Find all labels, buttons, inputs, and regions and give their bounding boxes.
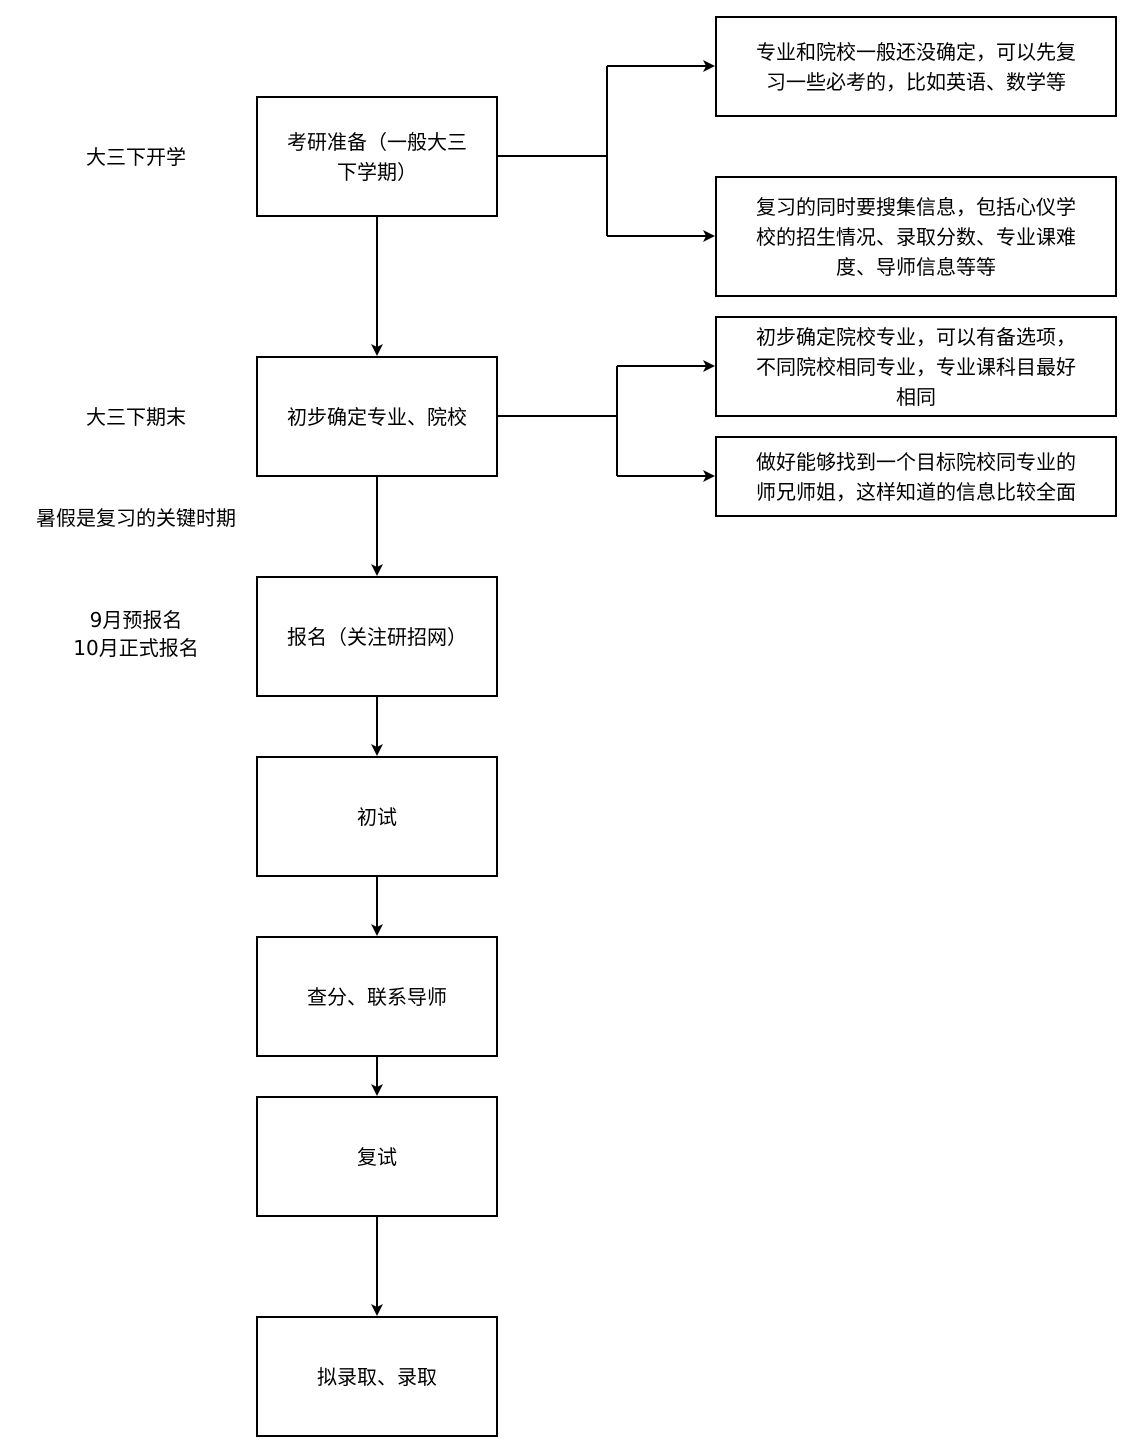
step-check-score-contact-advisor-text: 查分、联系导师: [307, 982, 447, 1012]
note-backup-options-line-2: 不同院校相同专业，专业课科目最好: [756, 354, 1076, 379]
step-registration-line-1: 报名（关注研招网）: [287, 624, 467, 649]
note-find-seniors-text: 做好能够找到一个目标院校同专业的 师兄师姐，这样知道的信息比较全面: [756, 447, 1076, 507]
step-choose-major-school-line-1: 初步确定专业、院校: [287, 404, 467, 429]
step-preliminary-exam-text: 初试: [357, 802, 397, 832]
step-check-score-contact-advisor: 查分、联系导师: [256, 936, 498, 1057]
step-exam-preparation-text: 考研准备（一般大三 下学期）: [287, 127, 467, 187]
note-start-review: 专业和院校一般还没确定，可以先复 习一些必考的，比如英语、数学等: [715, 16, 1117, 117]
note-backup-options-line-1: 初步确定院校专业，可以有备选项，: [756, 324, 1076, 349]
time-label-junior-spring-start: 大三下开学: [40, 142, 232, 172]
time-label-junior-spring-start-line-1: 大三下开学: [86, 145, 186, 169]
step-admission-text: 拟录取、录取: [317, 1362, 437, 1392]
step-preliminary-exam-line-1: 初试: [357, 804, 397, 829]
note-backup-options-text: 初步确定院校专业，可以有备选项， 不同院校相同专业，专业课科目最好 相同: [756, 322, 1076, 412]
time-label-summer-review: 暑假是复习的关键时期: [10, 503, 262, 533]
step-preliminary-exam: 初试: [256, 756, 498, 877]
step-retest: 复试: [256, 1096, 498, 1217]
time-label-summer-review-line-1: 暑假是复习的关键时期: [36, 506, 236, 530]
step-retest-line-1: 复试: [357, 1144, 397, 1169]
time-label-registration-months-line-1: 9月预报名: [89, 608, 183, 632]
note-start-review-line-1: 专业和院校一般还没确定，可以先复: [756, 39, 1076, 64]
time-label-registration-months: 9月预报名 10月正式报名: [40, 606, 232, 662]
note-start-review-line-2: 习一些必考的，比如英语、数学等: [766, 69, 1066, 94]
step-exam-preparation-line-2: 下学期）: [337, 159, 417, 184]
step-admission-line-1: 拟录取、录取: [317, 1364, 437, 1389]
note-find-seniors-line-1: 做好能够找到一个目标院校同专业的: [756, 449, 1076, 474]
step-registration: 报名（关注研招网）: [256, 576, 498, 697]
time-label-junior-spring-end: 大三下期末: [40, 402, 232, 432]
note-find-seniors-line-2: 师兄师姐，这样知道的信息比较全面: [756, 479, 1076, 504]
note-collect-info-text: 复习的同时要搜集信息，包括心仪学 校的招生情况、录取分数、专业课难 度、导师信息…: [756, 192, 1076, 282]
note-start-review-text: 专业和院校一般还没确定，可以先复 习一些必考的，比如英语、数学等: [756, 37, 1076, 97]
note-collect-info-line-1: 复习的同时要搜集信息，包括心仪学: [756, 194, 1076, 219]
step-choose-major-school-text: 初步确定专业、院校: [287, 402, 467, 432]
note-backup-options-line-3: 相同: [896, 384, 936, 409]
step-admission: 拟录取、录取: [256, 1316, 498, 1437]
step-check-score-contact-advisor-line-1: 查分、联系导师: [307, 984, 447, 1009]
step-registration-text: 报名（关注研招网）: [287, 622, 467, 652]
time-label-junior-spring-end-line-1: 大三下期末: [86, 405, 186, 429]
note-collect-info-line-3: 度、导师信息等等: [836, 254, 996, 279]
step-exam-preparation: 考研准备（一般大三 下学期）: [256, 96, 498, 217]
note-backup-options: 初步确定院校专业，可以有备选项， 不同院校相同专业，专业课科目最好 相同: [715, 316, 1117, 417]
time-label-registration-months-line-2: 10月正式报名: [73, 636, 199, 660]
step-exam-preparation-line-1: 考研准备（一般大三: [287, 129, 467, 154]
note-collect-info: 复习的同时要搜集信息，包括心仪学 校的招生情况、录取分数、专业课难 度、导师信息…: [715, 176, 1117, 297]
step-retest-text: 复试: [357, 1142, 397, 1172]
step-choose-major-school: 初步确定专业、院校: [256, 356, 498, 477]
note-find-seniors: 做好能够找到一个目标院校同专业的 师兄师姐，这样知道的信息比较全面: [715, 436, 1117, 517]
note-collect-info-line-2: 校的招生情况、录取分数、专业课难: [756, 224, 1076, 249]
